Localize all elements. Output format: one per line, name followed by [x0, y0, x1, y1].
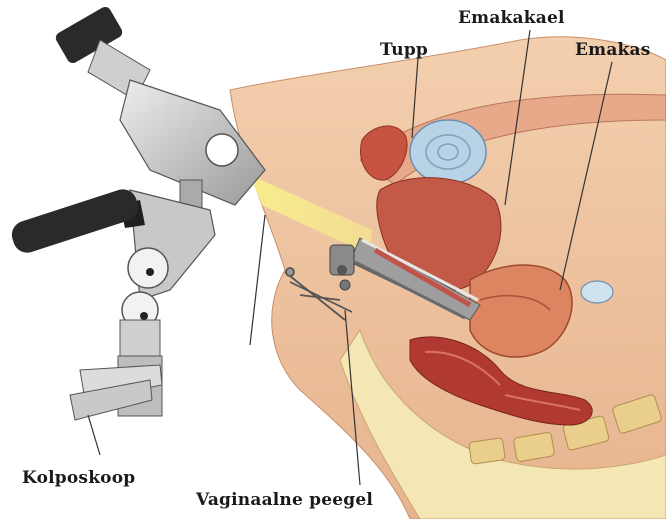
label-emakakael: Emakakael	[458, 8, 565, 28]
label-tupp: Tupp	[380, 40, 428, 60]
label-vaginaalne-peegel: Vaginaalne peegel	[196, 490, 373, 510]
colposcope	[8, 5, 265, 420]
label-kolposkoop: Kolposkoop	[22, 468, 135, 488]
ovary	[581, 281, 613, 303]
label-emakas: Emakas	[575, 40, 651, 60]
bladder	[410, 120, 486, 184]
